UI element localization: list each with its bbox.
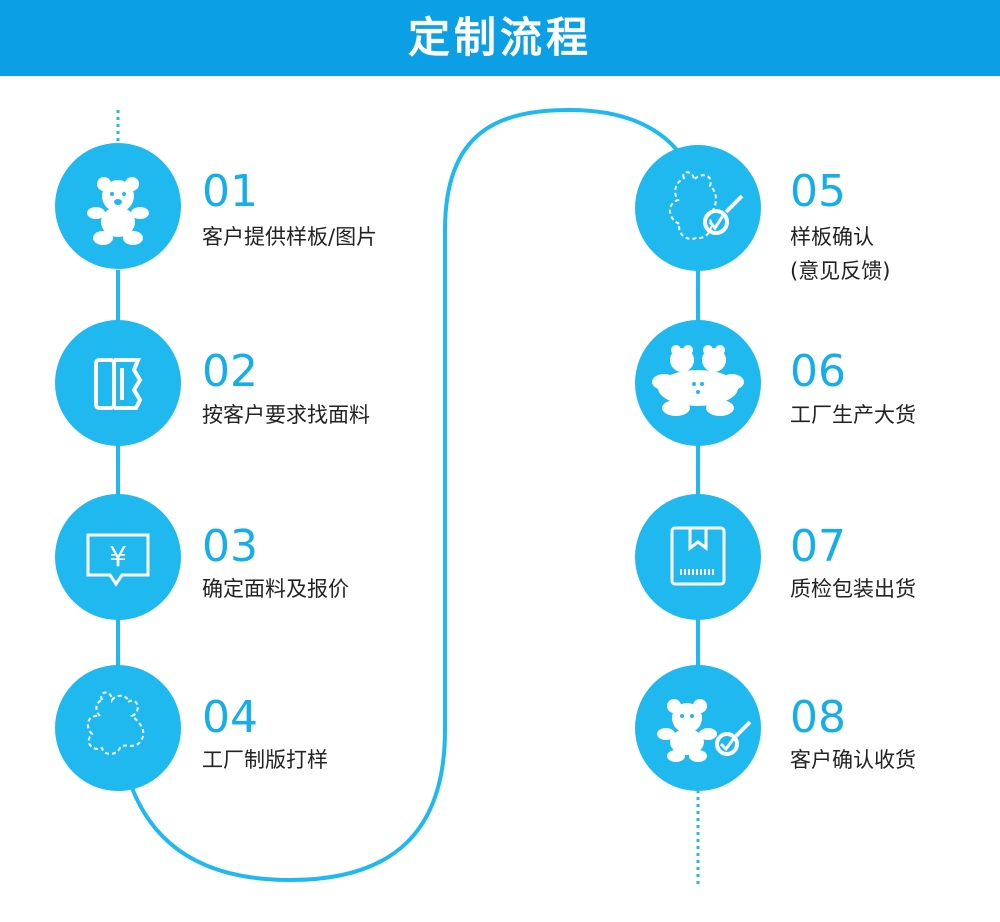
step-06-label: 工厂生产大货 (790, 403, 916, 427)
step-08-number: 08 (790, 692, 846, 743)
step-03-number: 03 (202, 521, 258, 572)
step-01-label: 客户提供样板/图片 (202, 225, 378, 249)
step-05-number: 05 (790, 166, 846, 217)
step-05-label: 样板确认 (790, 225, 874, 249)
step-03-circle (55, 494, 181, 620)
serpentine-path (116, 107, 700, 883)
step-03-label: 确定面料及报价 (202, 577, 349, 601)
step-07-label: 质检包装出货 (790, 577, 916, 601)
step-05-sublabel: (意见反馈) (790, 259, 891, 283)
price-yen-icon: ¥ (86, 533, 150, 587)
bear-group-icon (652, 345, 744, 416)
step-05-circle (635, 145, 761, 271)
sample-inspect-icon (669, 171, 744, 240)
step-04-number: 04 (202, 692, 258, 743)
step-02-circle (55, 320, 181, 446)
step-04-circle (55, 665, 181, 791)
header-banner: 定制流程 (0, 0, 1000, 76)
bear-confirm-icon (657, 699, 752, 762)
svg-text:¥: ¥ (109, 540, 127, 573)
step-02-number: 02 (202, 346, 258, 397)
step-06-number: 06 (790, 346, 846, 397)
step-02-label: 按客户要求找面料 (202, 403, 370, 427)
step-07-circle (635, 494, 761, 620)
bear-pattern-outline-icon (86, 691, 145, 755)
fabric-swatch-icon (94, 358, 143, 410)
package-box-icon (670, 526, 726, 586)
teddy-bear-icon (87, 177, 149, 245)
step-08-label: 客户确认收货 (790, 748, 916, 772)
step-04-label: 工厂制版打样 (202, 748, 328, 772)
step-07-number: 07 (790, 521, 846, 572)
step-01-number: 01 (202, 166, 258, 217)
page-title: 定制流程 (407, 13, 592, 62)
